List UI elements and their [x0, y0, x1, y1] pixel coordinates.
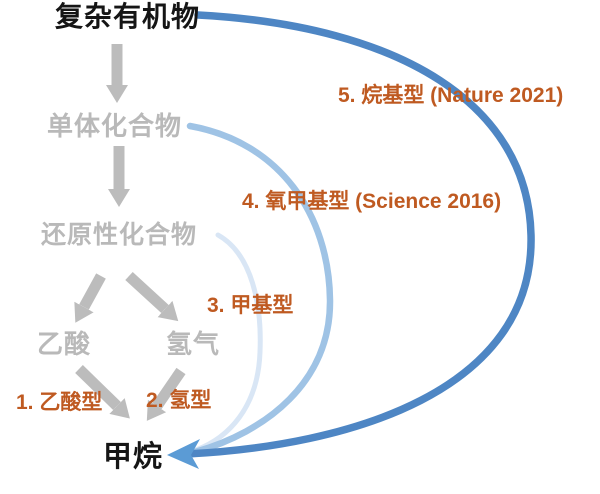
node-hydrogen-gas: 氢气 [166, 329, 221, 359]
arrow-hydrogen-to-methane [146, 367, 186, 421]
arrow-reductive-to-acetate [74, 273, 106, 323]
pathway-label-2-hydrogenotrophic: 2. 氢型 [146, 389, 212, 412]
node-complex-organic-matter: 复杂有机物 [55, 1, 201, 32]
curve-methyl-pathway-3 [193, 232, 263, 453]
node-acetate: 乙酸 [37, 329, 92, 359]
pathway-label-4-methoxydotrophic: 4. 氧甲基型 (Science 2016) [242, 190, 502, 213]
pathway-label-1-acetoclastic: 1. 乙酸型 [16, 391, 103, 414]
node-reductive-compounds: 还原性化合物 [41, 221, 198, 249]
pathway-label-3-methylotrophic: 3. 甲基型 [207, 294, 294, 317]
node-methane: 甲烷 [103, 441, 164, 473]
blue-arrowhead-into-methane [167, 439, 200, 469]
arrow-reductive-to-hydrogen [125, 271, 179, 322]
pathway-label-5-alkylotrophic: 5. 烷基型 (Nature 2021) [338, 84, 564, 107]
curve-oxymethyl-pathway-4 [186, 122, 334, 456]
arrow-acetate-to-methane [75, 365, 130, 419]
node-monomer-compounds: 单体化合物 [47, 111, 183, 141]
curve-alkyl-pathway-5 [183, 11, 535, 458]
